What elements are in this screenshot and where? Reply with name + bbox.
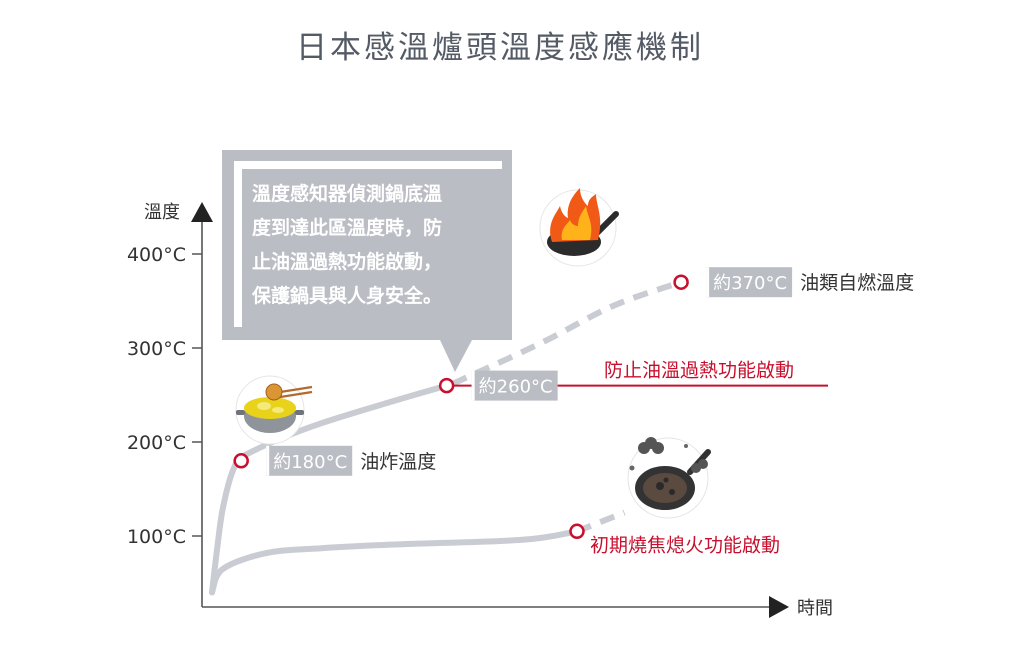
data-point-marker	[233, 453, 249, 469]
data-point-marker	[569, 523, 585, 540]
value-tag-label: 約260°C	[479, 377, 553, 398]
data-point-marker	[438, 377, 455, 394]
callout-line: 保護鍋具與人身安全。	[251, 284, 442, 307]
pan-fire-icon	[539, 188, 619, 267]
value-tag-label: 約370°C	[713, 273, 787, 294]
value-tag	[471, 370, 558, 401]
value-tag	[266, 445, 353, 476]
series-line-dashed	[451, 277, 688, 387]
value-tag-stripe	[471, 370, 475, 401]
callout-box	[222, 150, 512, 372]
y-axis-arrow	[191, 202, 213, 222]
series-line-solid	[209, 528, 580, 596]
callout-text: 溫度感知器偵測鍋底溫 度到達此區溫度時，防 止油溫過熱功能啟動， 保護鍋具與人身…	[251, 182, 449, 307]
callout-line: 度到達此區溫度時，防	[252, 216, 442, 239]
data-point-marker	[673, 274, 689, 290]
annotation-label: 油類自燃溫度	[800, 272, 914, 294]
callout-line: 溫度感知器偵測鍋底溫	[252, 182, 442, 205]
y-tick-label: 300°C	[127, 338, 186, 360]
x-axis-arrow	[769, 596, 789, 618]
annotation-label: 防止油溫過熱功能啟動	[604, 360, 794, 382]
y-tick-label: 200°C	[127, 432, 186, 454]
annotation-label: 油炸溫度	[360, 451, 436, 473]
y-tick-label: 100°C	[127, 526, 186, 548]
chart-title: 日本感溫爐頭溫度感應機制	[296, 30, 704, 66]
callout: 溫度感知器偵測鍋底溫 度到達此區溫度時，防 止油溫過熱功能啟動， 保護鍋具與人身…	[222, 150, 512, 372]
callout-line: 止油溫過熱功能啟動，	[252, 250, 442, 273]
fryer-pot-icon	[235, 375, 313, 445]
value-tag-stripe	[706, 267, 710, 298]
x-axis-label: 時間	[797, 598, 833, 619]
annotations: 約180°C 油炸溫度 約260°C 防止油溫過熱功能啟動 約370°C 油類自燃溫度初期…	[233, 267, 914, 556]
y-ticks: 100°C 200°C 300°C 400°C	[127, 244, 202, 548]
y-axis-label: 溫度	[144, 202, 180, 223]
axes: 溫度 時間	[144, 202, 833, 619]
value-tag	[706, 267, 793, 298]
value-tag-stripe	[266, 445, 270, 476]
value-tag-label: 約180°C	[273, 452, 347, 473]
burnt-pan-icon	[627, 437, 711, 519]
y-tick-label: 400°C	[127, 244, 186, 266]
annotation-label: 初期燒焦熄火功能啟動	[590, 534, 780, 556]
